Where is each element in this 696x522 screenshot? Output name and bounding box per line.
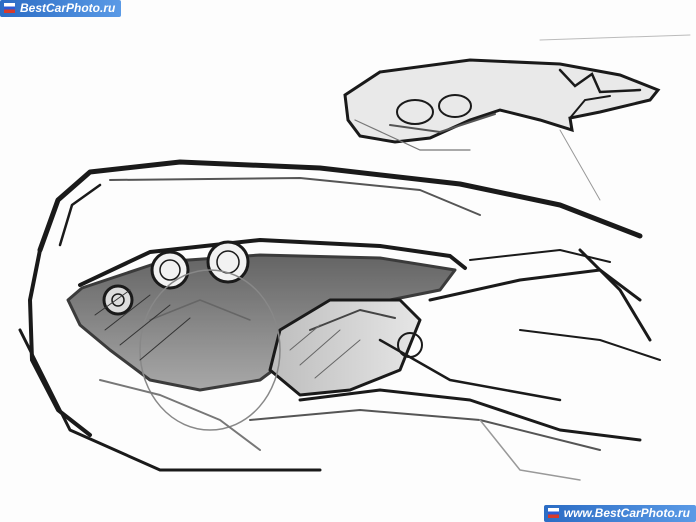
russian-flag-icon bbox=[547, 508, 559, 518]
watermark-bottom: www.BestCarPhoto.ru bbox=[543, 505, 696, 522]
watermark-top-text: BestCarPhoto.ru bbox=[20, 1, 116, 15]
russian-flag-icon bbox=[4, 3, 15, 13]
main-dashboard-sketch bbox=[18, 159, 661, 481]
inset-dashboard-sketch bbox=[343, 34, 691, 201]
watermark-top: BestCarPhoto.ru bbox=[0, 0, 122, 17]
watermark-bottom-text: www.BestCarPhoto.ru bbox=[563, 506, 690, 520]
